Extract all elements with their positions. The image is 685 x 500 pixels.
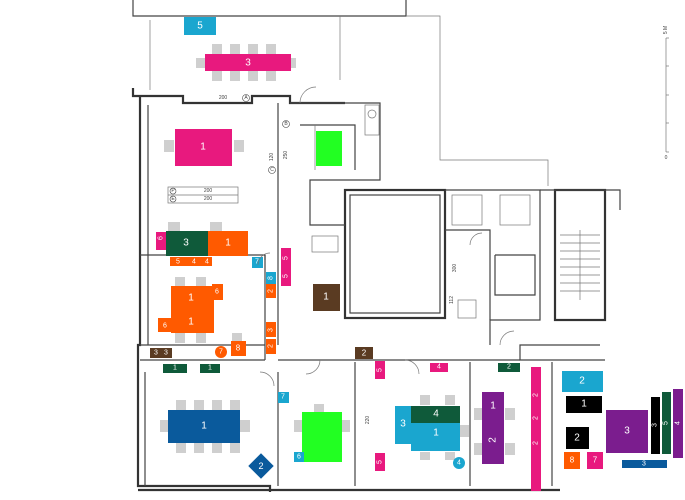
dim-220: 220 bbox=[365, 416, 371, 425]
dim-e: E bbox=[171, 196, 175, 202]
dim-b: B bbox=[284, 121, 288, 127]
label-mag-5c: 5 bbox=[377, 460, 384, 464]
dim-300: 300 bbox=[452, 264, 458, 273]
label-dg-3: 3 bbox=[183, 238, 189, 249]
blue-conference-table: 1 2 bbox=[160, 400, 274, 479]
scale-bar: 5 M 0 bbox=[663, 26, 669, 161]
label-cy-1: 1 bbox=[433, 428, 439, 439]
label-cy-7b: 7 bbox=[281, 394, 285, 401]
label-or-1: 1 bbox=[225, 238, 231, 249]
label-mag-2a: 2 bbox=[533, 393, 540, 397]
dim-112: 112 bbox=[449, 296, 455, 304]
label-mag-5b: 5 bbox=[283, 274, 290, 278]
label-br-3b: 3 bbox=[164, 350, 168, 357]
legend-3b: 3 bbox=[642, 461, 646, 468]
label-or-2: 2 bbox=[268, 289, 275, 293]
label-pur-1: 1 bbox=[490, 401, 496, 412]
legend-2b: 2 bbox=[574, 433, 580, 444]
label-big-or-1: 1 bbox=[188, 293, 194, 304]
brown-desk: 1 bbox=[313, 284, 340, 311]
legend-5: 5 bbox=[663, 421, 670, 425]
label-big-or-6b: 6 bbox=[215, 289, 219, 296]
label-row-4b: 4 bbox=[205, 259, 209, 266]
legend-3: 3 bbox=[624, 426, 630, 437]
label-or-2b: 2 bbox=[268, 344, 275, 348]
label-big-or-6a: 6 bbox=[163, 323, 167, 330]
label-circle-4: 4 bbox=[457, 460, 461, 467]
label-dg-4: 4 bbox=[433, 409, 439, 420]
legend-2: 2 bbox=[579, 376, 585, 387]
room1-table: 1 bbox=[164, 129, 342, 166]
label-blue-2: 2 bbox=[258, 461, 263, 471]
dim-200-b: 200 bbox=[204, 196, 213, 202]
label-cy-3: 3 bbox=[400, 419, 406, 430]
label-row-5: 5 bbox=[176, 259, 180, 266]
label-dg-1a: 1 bbox=[173, 365, 177, 372]
door-swings bbox=[257, 86, 515, 387]
corridor-magenta: 5 5 8 2 3 2 bbox=[266, 248, 291, 354]
dim-200-a: 200 bbox=[204, 188, 213, 194]
legend-4: 4 bbox=[675, 421, 682, 425]
label-circle-7: 7 bbox=[219, 349, 223, 356]
label-cy-8: 8 bbox=[268, 276, 275, 280]
dim-200-top: 200 bbox=[219, 95, 228, 101]
label-mag-4: 4 bbox=[437, 364, 441, 371]
scale-label: 5 M bbox=[663, 26, 669, 34]
label-mag-5d: 5 bbox=[377, 368, 384, 372]
workstation-row: 6 3 1 bbox=[156, 222, 248, 256]
label-blue-1: 1 bbox=[201, 421, 207, 432]
label-pur-2: 2 bbox=[488, 437, 499, 443]
top-meeting-table: 5 3 bbox=[184, 17, 296, 81]
building-walls bbox=[131, 0, 621, 492]
label-or-8: 8 bbox=[236, 344, 241, 353]
legend-8: 8 bbox=[570, 456, 575, 465]
purple-desk: 1 2 2 2 2 bbox=[474, 367, 541, 491]
label-row-4a: 4 bbox=[192, 259, 196, 266]
label-br-2: 2 bbox=[362, 349, 367, 358]
legend-7: 7 bbox=[593, 456, 598, 465]
dim-120: 120 bbox=[269, 153, 275, 162]
label-cy-7: 7 bbox=[255, 259, 259, 266]
corridor-markers: 2 1 1 7 bbox=[163, 347, 373, 403]
label-mag-5a: 5 bbox=[283, 256, 290, 260]
label-big-or-1b: 1 bbox=[188, 317, 194, 328]
small-row: 5 4 4 7 bbox=[170, 257, 263, 268]
dim-c: C bbox=[270, 167, 274, 173]
label-room1: 1 bbox=[200, 142, 206, 153]
label-mag-2b: 2 bbox=[533, 416, 540, 420]
label-br-3a: 3 bbox=[154, 350, 158, 357]
dim-250: 250 bbox=[283, 151, 289, 160]
green-table: 6 5 5 bbox=[294, 361, 385, 471]
label-brown-1: 1 bbox=[323, 292, 329, 303]
cyan-table: 4 2 3 1 4 4 bbox=[395, 363, 520, 469]
label-top-3: 3 bbox=[245, 58, 251, 69]
furniture-legend: 2 1 2 3 8 7 3 3 5 4 bbox=[562, 371, 683, 469]
label-mag-2c: 2 bbox=[533, 441, 540, 445]
dimension-annotations: 200 A 120 250 B C P 200 E 200 300 112 22… bbox=[167, 94, 458, 425]
label-green-6: 6 bbox=[297, 454, 301, 461]
label-dg-2: 2 bbox=[507, 364, 511, 371]
label-dg-1b: 1 bbox=[208, 365, 212, 372]
dim-a: A bbox=[244, 95, 248, 101]
label-side-6: 6 bbox=[158, 236, 165, 240]
label-or-3: 3 bbox=[268, 328, 275, 332]
label-top-5: 5 bbox=[197, 21, 203, 32]
scale-zero: 0 bbox=[665, 155, 668, 161]
legend-3c: 3 bbox=[652, 423, 659, 427]
dim-p: P bbox=[171, 188, 175, 194]
orange-cluster: 1 1 6 6 7 8 3 3 bbox=[150, 277, 246, 358]
legend-1: 1 bbox=[581, 399, 587, 410]
